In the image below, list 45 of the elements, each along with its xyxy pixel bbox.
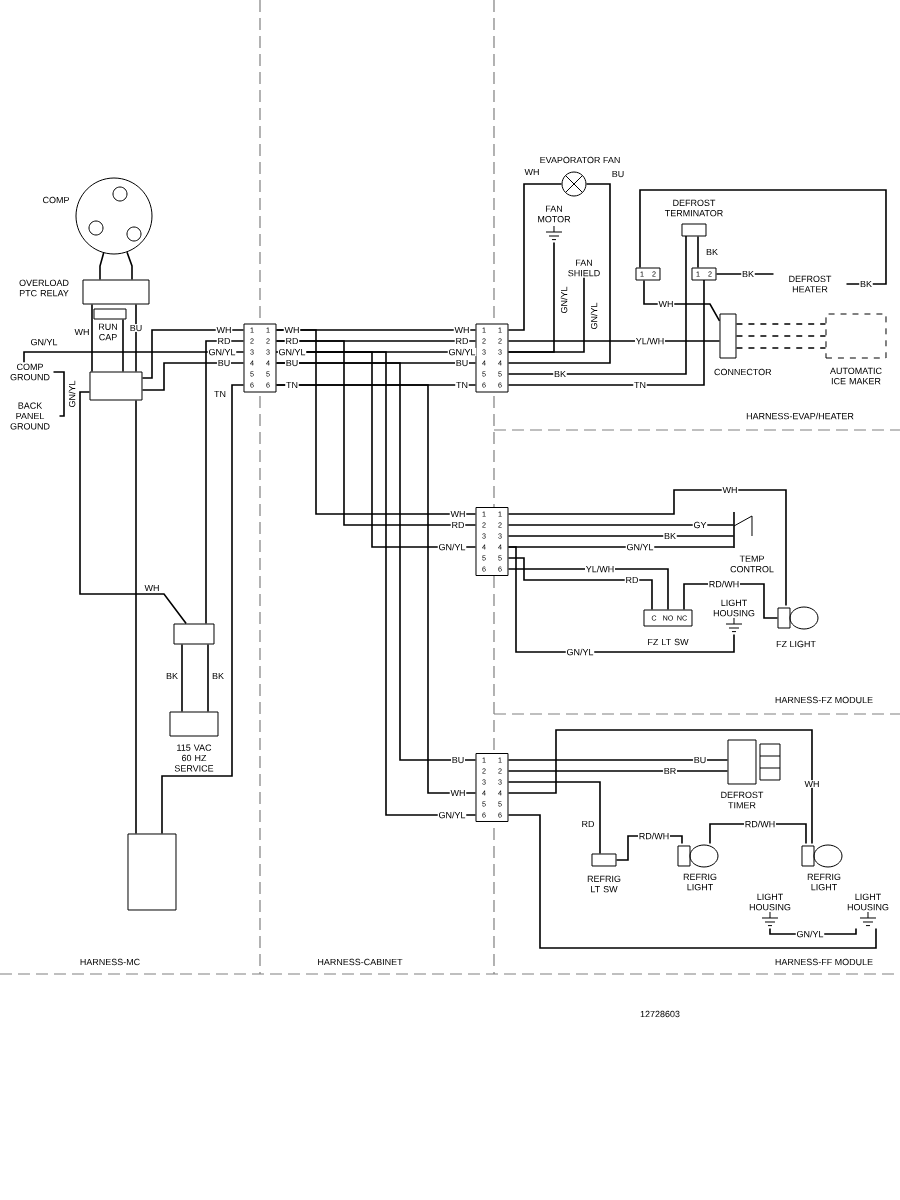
wire (207, 643, 209, 713)
wire (683, 583, 779, 619)
wire (126, 251, 133, 281)
connector-block (173, 623, 215, 645)
wire (735, 347, 827, 349)
wire (643, 279, 721, 322)
wire (735, 335, 827, 337)
wire (507, 524, 735, 526)
wire (615, 835, 683, 861)
wire (507, 781, 601, 855)
wire (709, 823, 807, 845)
wire (507, 759, 729, 761)
wire (507, 729, 813, 845)
wire (769, 927, 857, 935)
wire (205, 340, 245, 625)
wire (507, 277, 585, 353)
wire (91, 303, 93, 373)
wire (507, 557, 653, 611)
wire (507, 535, 735, 537)
wire (161, 384, 245, 835)
wire (99, 252, 105, 281)
wire (79, 391, 187, 625)
wire (23, 351, 245, 363)
wire (181, 643, 183, 713)
wire (507, 814, 877, 949)
wire (135, 303, 137, 373)
wire (697, 235, 699, 269)
wire (507, 568, 669, 611)
wire (507, 770, 729, 772)
wire (52, 371, 65, 417)
wire (507, 235, 687, 375)
wire (507, 546, 735, 653)
wire (735, 323, 827, 325)
wire (507, 340, 721, 342)
wire (135, 399, 137, 835)
wire (507, 183, 611, 364)
connector-block (89, 371, 143, 401)
wire (507, 489, 787, 607)
control-board (127, 833, 177, 911)
wire (507, 183, 563, 331)
wire (122, 318, 124, 373)
wire (507, 279, 705, 386)
wire (141, 329, 245, 379)
wire (141, 362, 245, 391)
wire (639, 189, 887, 285)
